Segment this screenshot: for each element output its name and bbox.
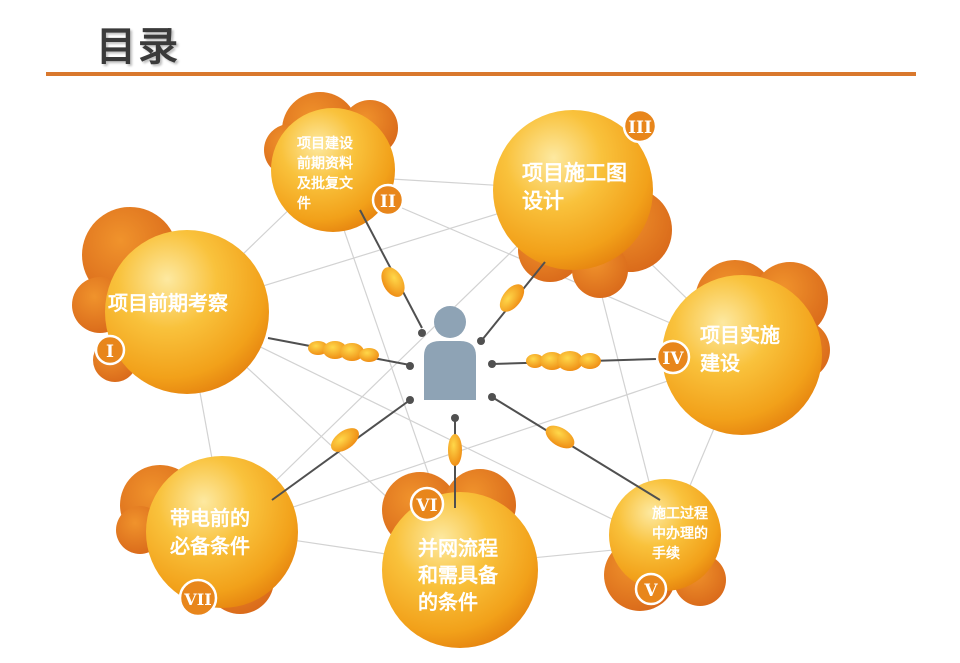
node-labels: 项目建设 前期资料 及批复文 件 项目前期考察 项目施工图 设计 项目实施 建设… (108, 135, 787, 614)
svg-text:VII: VII (183, 590, 211, 609)
node-i-label: 项目前期考察 (108, 291, 229, 315)
badge-vii: VII (178, 578, 218, 618)
badge-ii: II (371, 183, 405, 217)
node-iv-label: 项目实施 建设 (700, 323, 787, 375)
main-spheres (105, 108, 822, 648)
svg-text:VI: VI (415, 496, 437, 516)
badge-iii: III (622, 108, 658, 144)
node-iii-label: 项目施工图 设计 (522, 161, 634, 213)
svg-text:IV: IV (662, 349, 684, 369)
connector-beads (308, 267, 601, 466)
svg-text:I: I (106, 342, 114, 362)
svg-text:III: III (628, 118, 652, 138)
node-vi-label: 并网流程 和需具备 的条件 (418, 536, 505, 614)
node-ii-label: 项目建设 前期资料 及批复文 件 (297, 135, 358, 212)
badge-i: I (94, 334, 126, 366)
node-vii-label: 带电前的 必备条件 (169, 506, 257, 558)
badge-iv: IV (655, 339, 691, 375)
badge-v: V (634, 572, 668, 606)
page-title: 目录 (96, 24, 180, 70)
svg-text:II: II (380, 192, 396, 212)
svg-text:V: V (643, 581, 658, 601)
badge-vi: VI (409, 486, 445, 522)
node-v-label: 施工过程 中办理的 手续 (652, 505, 713, 562)
numeral-badges: I II III IV V VI VII (94, 108, 691, 618)
title-divider (46, 72, 916, 76)
connector-endpoints (406, 329, 496, 422)
person-icon (424, 306, 476, 400)
